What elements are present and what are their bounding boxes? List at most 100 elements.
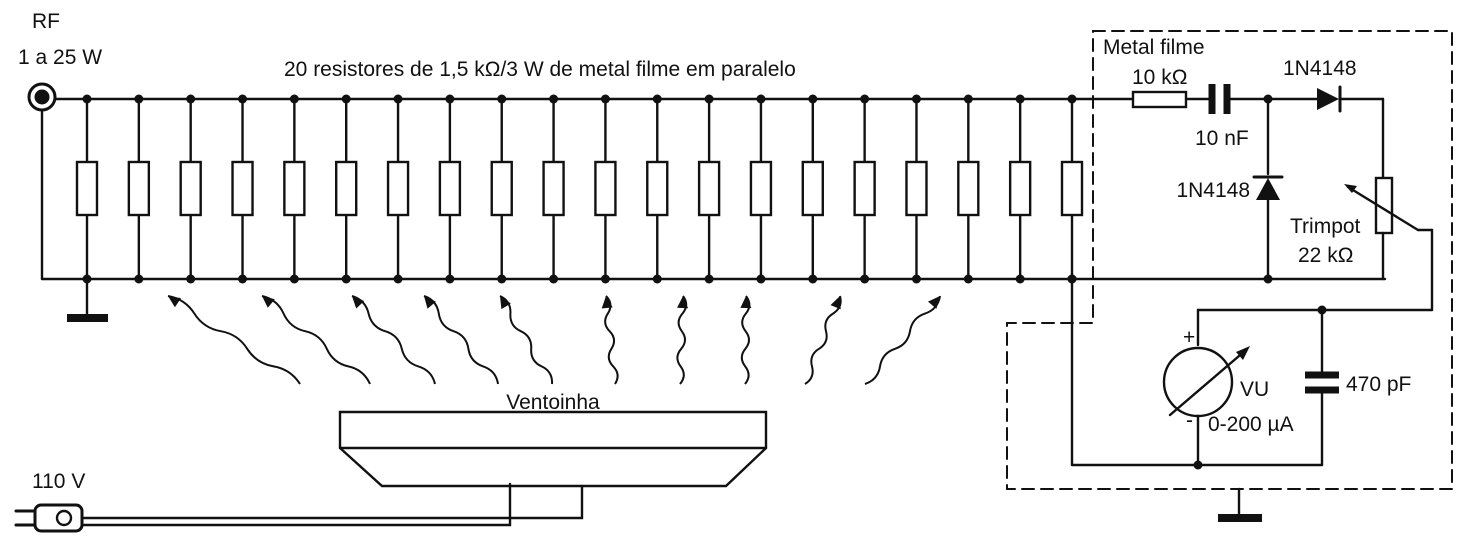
junction-dot [341, 274, 351, 284]
metal-filme-label: Metal filme [1103, 36, 1205, 59]
trimpot-wiper [1346, 185, 1420, 232]
airflow-arrows [167, 295, 941, 385]
junction-dot [1067, 274, 1077, 284]
junction-dot [445, 274, 455, 284]
resistor-body [490, 160, 513, 217]
junction-dot [186, 274, 196, 284]
airflow-arrowhead [677, 296, 689, 309]
resistor-1k5 [490, 99, 513, 279]
junction-dot [652, 94, 662, 104]
resistor-body [646, 160, 669, 217]
capacitor-470-label: 470 pF [1346, 373, 1412, 396]
diode-shunt-label: 1N4148 [1176, 179, 1250, 202]
junction-dot [238, 94, 248, 104]
mains-cable-a [78, 484, 584, 520]
resistor-body [542, 160, 565, 217]
junction-dot [289, 94, 299, 104]
airflow-wave [676, 295, 688, 385]
junction-dot [497, 274, 507, 284]
airflow-arrowhead [424, 296, 436, 309]
airflow-arrowhead [352, 296, 365, 309]
resistor-1k5 [1060, 99, 1084, 279]
junction-dot [963, 94, 973, 104]
junction-dot [963, 274, 973, 284]
airflow-wave [604, 295, 619, 385]
vu-meter-label: VU [1240, 378, 1270, 401]
resistor-body [697, 160, 721, 217]
resistor-bank-label: 20 resistores de 1,5 kΩ/3 W de metal fil… [284, 58, 796, 81]
junction-dot [756, 94, 766, 104]
resistor-body [127, 160, 151, 217]
resistor-1k5 [283, 99, 306, 279]
junction-dot [911, 94, 921, 104]
junction-dot [1193, 460, 1203, 470]
airflow-arrow [351, 295, 436, 385]
junction-dot [860, 274, 870, 284]
resistor-1k5 [749, 99, 773, 279]
airflow-arrowhead [928, 296, 940, 309]
resistor-1k5 [646, 99, 669, 279]
resistor-body [853, 160, 876, 217]
airflow-arrowhead [262, 296, 275, 308]
airflow-arrow [167, 295, 301, 385]
trimpot-value-label: 22 kΩ [1298, 244, 1354, 267]
junction-dot [1015, 274, 1025, 284]
airflow-arrowhead [500, 296, 511, 310]
diode-shunt-triangle [1256, 178, 1280, 200]
airflow-arrow [864, 295, 941, 385]
resistor-1k5 [335, 99, 358, 279]
airflow-wave [864, 295, 941, 385]
airflow-arrowhead [601, 296, 613, 309]
junction-dot [341, 94, 351, 104]
junction-dot [860, 94, 870, 104]
resistor-bank [75, 99, 1084, 279]
resistor-body [801, 160, 824, 217]
junction-dot [1263, 94, 1273, 104]
junction-dot [497, 94, 507, 104]
resistor-body [957, 160, 980, 217]
meter-minus-sign: - [1186, 409, 1193, 432]
junction-dots [82, 94, 1327, 470]
airflow-arrow [740, 295, 752, 385]
junction-dot [393, 274, 403, 284]
resistor-1k5 [438, 99, 462, 279]
junction-dot [134, 94, 144, 104]
junction-dot [393, 94, 403, 104]
rf-power-label: 1 a 25 W [18, 46, 103, 69]
junction-dot [134, 274, 144, 284]
mains-cable-b [78, 482, 512, 527]
junction-dot [289, 274, 299, 284]
resistor-body [75, 160, 99, 217]
resistor-body [386, 160, 410, 217]
plug-hole [55, 509, 73, 527]
resistor-body [1008, 160, 1032, 217]
capacitor-10nF-label: 10 nF [1195, 127, 1249, 150]
airflow-wave [423, 295, 499, 385]
resistor-body [179, 160, 202, 217]
junction-dot [82, 274, 92, 284]
junction-dot [1317, 305, 1327, 315]
airflow-arrow [676, 295, 689, 385]
junction-dot [1263, 274, 1273, 284]
airflow-wave [261, 295, 371, 385]
junction-dot [82, 94, 92, 104]
airflow-wave [499, 295, 554, 385]
resistor-body [905, 160, 928, 217]
airflow-arrow [423, 295, 499, 385]
junction-dot [911, 274, 921, 284]
airflow-arrowhead [168, 296, 181, 308]
airflow-arrow [261, 295, 371, 385]
junction-dot [549, 274, 559, 284]
vu-range-label: 0-200 µA [1208, 413, 1294, 436]
resistor-body [335, 160, 358, 217]
junction-dot [1067, 94, 1077, 104]
meter-plus-sign: + [1183, 326, 1196, 349]
mains-voltage-label: 110 V [32, 470, 86, 493]
resistor-body [749, 160, 773, 217]
airflow-arrowhead [740, 296, 752, 309]
resistor-1k5 [957, 99, 980, 279]
resistor-1k5 [853, 99, 876, 279]
resistor-1k5 [697, 99, 721, 279]
resistor-1k5 [801, 99, 824, 279]
